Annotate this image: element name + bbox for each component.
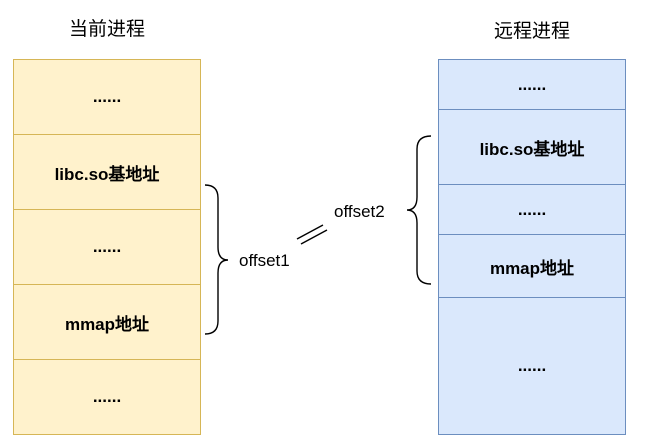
local-cell-top: ......	[13, 59, 201, 135]
remote-process-title: 远程进程	[493, 20, 570, 42]
remote-cell-top: ......	[438, 59, 626, 110]
offset2-brace	[406, 135, 432, 285]
local-cell-middle: ......	[13, 209, 201, 285]
remote-memory-stack: ...... libc.so基地址 ...... mmap地址 ......	[438, 59, 626, 435]
equality-mark-line-2	[300, 229, 328, 245]
offset1-label: offset1	[239, 251, 290, 270]
local-cell-libc-base: libc.so基地址	[13, 134, 201, 210]
offset2-label: offset2	[334, 202, 385, 221]
equality-mark-line-1	[296, 224, 324, 240]
local-cell-bottom: ......	[13, 359, 201, 435]
remote-cell-middle: ......	[438, 184, 626, 235]
local-memory-stack: ...... libc.so基地址 ...... mmap地址 ......	[13, 59, 201, 435]
offset1-brace	[204, 184, 229, 335]
local-cell-mmap: mmap地址	[13, 284, 201, 360]
remote-cell-libc-base: libc.so基地址	[438, 109, 626, 185]
remote-cell-bottom: ......	[438, 297, 626, 435]
local-process-title: 当前进程	[68, 18, 145, 40]
remote-cell-mmap: mmap地址	[438, 234, 626, 298]
